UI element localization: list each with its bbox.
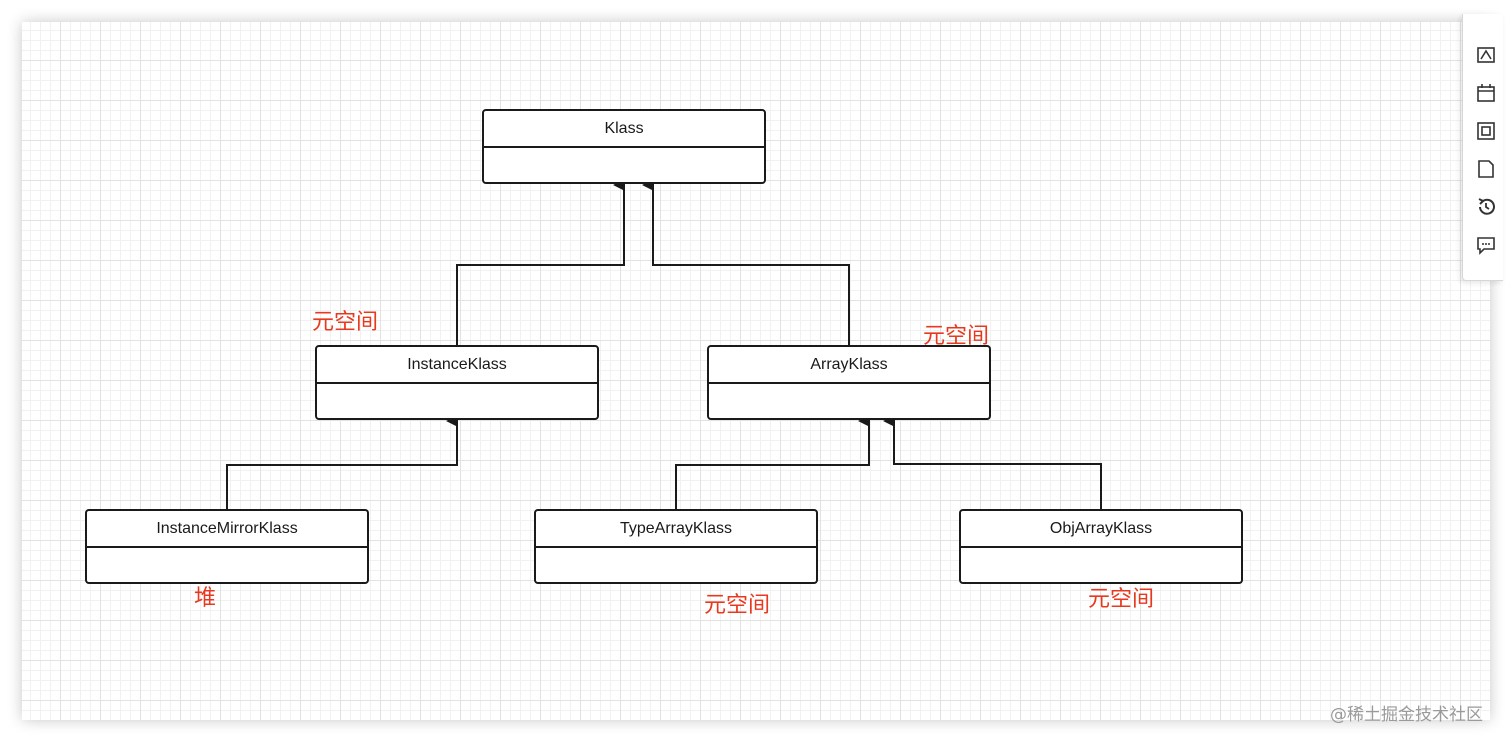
class-instancemirrorklass[interactable]: InstanceMirrorKlass xyxy=(85,509,369,584)
class-instanceklass[interactable]: InstanceKlass xyxy=(315,345,599,420)
edge-instancemirrorklass-to-instanceklass[interactable] xyxy=(226,415,458,511)
diagram-canvas[interactable]: Klass InstanceKlass ArrayKlass InstanceM… xyxy=(22,22,1490,720)
class-body xyxy=(484,148,764,184)
inheritance-connectors xyxy=(226,179,1102,511)
document-icon[interactable] xyxy=(1475,158,1497,180)
history-icon[interactable] xyxy=(1475,196,1497,218)
watermark: @稀土掘金技术社区 xyxy=(1330,705,1483,725)
calendar-icon[interactable] xyxy=(1475,82,1497,104)
edge-instanceklass-to-klass[interactable] xyxy=(456,179,625,347)
class-body xyxy=(709,384,989,420)
class-body xyxy=(536,548,816,584)
edge-objarrayklass-to-arrayklass[interactable] xyxy=(883,415,1102,511)
edge-arrayklass-to-klass[interactable] xyxy=(642,179,850,347)
annotation-typearrayklass: 元空间 xyxy=(704,593,771,618)
class-body xyxy=(961,548,1241,584)
annotation-instanceklass: 元空间 xyxy=(312,310,379,335)
comment-icon[interactable] xyxy=(1475,234,1497,256)
class-body xyxy=(87,548,367,584)
annotation-objarrayklass: 元空间 xyxy=(1088,587,1155,612)
class-typearrayklass[interactable]: TypeArrayKlass xyxy=(534,509,818,584)
class-objarrayklass[interactable]: ObjArrayKlass xyxy=(959,509,1243,584)
class-name: InstanceMirrorKlass xyxy=(87,511,367,548)
class-body xyxy=(317,384,597,420)
class-name: Klass xyxy=(484,111,764,148)
class-arrayklass[interactable]: ArrayKlass xyxy=(707,345,991,420)
class-name: TypeArrayKlass xyxy=(536,511,816,548)
class-name: ObjArrayKlass xyxy=(961,511,1241,548)
class-name: InstanceKlass xyxy=(317,347,597,384)
page-icon[interactable] xyxy=(1475,120,1497,142)
right-toolbar xyxy=(1462,14,1503,281)
class-klass[interactable]: Klass xyxy=(482,109,766,184)
edge-typearrayklass-to-arrayklass[interactable] xyxy=(675,415,870,511)
class-name: ArrayKlass xyxy=(709,347,989,384)
format-icon[interactable] xyxy=(1475,44,1497,66)
annotation-arrayklass: 元空间 xyxy=(923,324,990,349)
annotation-instancemirrorklass: 堆 xyxy=(194,586,217,611)
